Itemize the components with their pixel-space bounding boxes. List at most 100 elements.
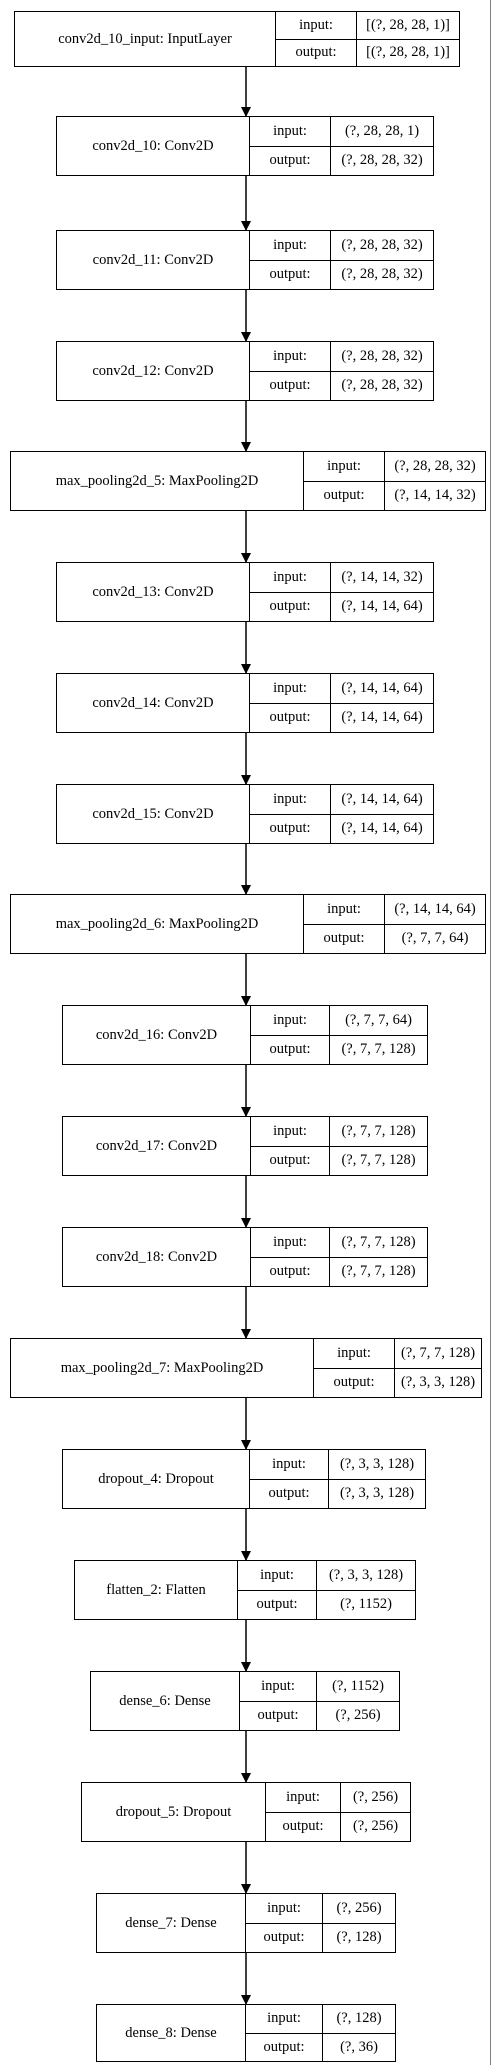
- layer-name: conv2d_13: Conv2D: [57, 563, 250, 621]
- input-row: input:(?, 14, 14, 64): [304, 895, 485, 924]
- input-row: input: (?, 7, 7, 64): [251, 1006, 427, 1035]
- layer-io-table: input: (?, 28, 28, 32) output: (?, 28, 28, …: [250, 342, 433, 400]
- output-row: output:(?, 256): [266, 1811, 410, 1841]
- output-row: output:(?, 14, 14, 32): [304, 480, 485, 510]
- layer-io-table: input:(?, 128)output:(?, 36): [246, 2005, 395, 2061]
- layer-io-table: input:(?, 28, 28, 1)output:(?, 28, 28, 3…: [250, 117, 433, 175]
- input-shape: (?, 7, 7, 128): [341, 1122, 416, 1139]
- input-row: input:[(?, 28, 28, 1)]: [276, 12, 459, 39]
- input-label: input:: [250, 342, 331, 371]
- output-row: output:(?, 28, 28, 32): [250, 145, 433, 175]
- input-label: input:: [276, 12, 357, 39]
- input-shape: (?, 14, 14, 32): [341, 568, 423, 585]
- layer-io-table: input:(?, 7, 7, 128)output:(?, 7, 7, 128…: [251, 1117, 427, 1175]
- layer-io-table: input:(?, 1152)output:(?, 256): [240, 1672, 399, 1730]
- input-label: input:: [246, 1894, 323, 1923]
- input-row: input:(?, 28, 28, 32): [304, 452, 485, 481]
- layer-io-table: input:(?, 14, 14, 64)output:(?, 14, 14, …: [250, 785, 433, 843]
- output-shape: (?, 7, 7, 128): [341, 1152, 416, 1169]
- input-row: input: (?, 14, 14, 64): [250, 674, 433, 703]
- output-row: output:(?, 1152): [238, 1589, 415, 1619]
- layer-io-table: input:(?, 28, 28, 32)output:(?, 28, 28, …: [250, 231, 433, 289]
- input-label: input:: [238, 1561, 317, 1590]
- layer-name: conv2d_12: Conv2D: [57, 342, 250, 400]
- input-label: input:: [251, 1228, 330, 1257]
- output-label: output:: [246, 1923, 323, 1952]
- output-shape: (?, 3, 3, 128): [339, 1485, 415, 1502]
- layer-io-table: input:(?, 7, 7, 128)output:(?, 7, 7, 128…: [251, 1228, 427, 1286]
- layer-io-table: input: (?, 256) output:(?, 256): [266, 1783, 410, 1841]
- input-row: input:(?, 28, 28, 1): [250, 117, 433, 146]
- input-shape: (?, 28, 28, 32): [341, 236, 423, 253]
- layer-io-table: input: (?, 3, 3, 128) output:(?, 1152): [238, 1561, 415, 1619]
- input-shape: (?, 3, 3, 128): [328, 1566, 404, 1583]
- output-label: output:: [250, 371, 331, 400]
- output-label: output:: [250, 592, 331, 621]
- input-label: input:: [251, 1117, 330, 1146]
- output-label: output:: [304, 481, 385, 510]
- input-shape: (?, 7, 7, 128): [341, 1233, 416, 1250]
- input-row: input:(?, 256): [246, 1894, 395, 1923]
- output-shape: (?, 14, 14, 64): [341, 820, 423, 837]
- input-shape: (?, 256): [352, 1788, 399, 1805]
- input-shape: (?, 3, 3, 128): [339, 1455, 415, 1472]
- output-label: output:: [251, 1035, 330, 1064]
- output-shape: (?, 28, 28, 32): [341, 377, 423, 394]
- input-shape: (?, 7, 7, 128): [400, 1344, 476, 1361]
- output-shape: (?, 256): [335, 1707, 381, 1724]
- output-label: output:: [246, 2033, 323, 2061]
- input-shape: (?, 14, 14, 64): [394, 900, 476, 917]
- input-shape: (?, 14, 14, 64): [341, 679, 423, 696]
- output-row: output: (?, 7, 7, 64): [304, 923, 485, 953]
- input-shape: (?, 7, 7, 64): [345, 1011, 412, 1028]
- output-row: output:(?, 3, 3, 128): [314, 1367, 481, 1397]
- input-label: input:: [240, 1672, 317, 1701]
- output-row: output:(?, 28, 28, 32): [250, 259, 433, 289]
- output-row: output:(?, 7, 7, 128): [251, 1034, 427, 1064]
- layer-io-table: input:(?, 14, 14, 64)output: (?, 7, 7, 64…: [304, 895, 485, 953]
- output-shape: [(?, 28, 28, 1)]: [366, 44, 450, 61]
- input-shape: (?, 128): [336, 2010, 382, 2027]
- layer-io-table: input:(?, 256)output: (?, 128): [246, 1894, 395, 1952]
- input-label: input:: [251, 1006, 330, 1035]
- output-row: output: (?, 14, 14, 64): [250, 813, 433, 843]
- layer-name: conv2d_14: Conv2D: [57, 674, 250, 732]
- input-row: input: (?, 3, 3, 128): [238, 1561, 415, 1590]
- input-label: input:: [250, 563, 331, 592]
- input-label: input:: [250, 1450, 329, 1479]
- layer-name: conv2d_18: Conv2D: [63, 1228, 251, 1286]
- input-label: input:: [250, 674, 331, 703]
- output-row: output:(?, 256): [240, 1700, 399, 1730]
- layer-name: dropout_4: Dropout: [63, 1450, 250, 1508]
- output-label: output:: [304, 924, 385, 953]
- input-row: input: (?, 3, 3, 128): [250, 1450, 425, 1479]
- layer-io-table: input:(?, 3, 3, 128)output:(?, 3, 3, 128…: [250, 1450, 425, 1508]
- layer-name: flatten_2: Flatten: [75, 1561, 238, 1619]
- output-shape: (?, 128): [336, 1929, 382, 1946]
- output-shape: (?, 7, 7, 64): [401, 930, 469, 947]
- input-row: input: (?, 7, 7, 128): [251, 1228, 427, 1257]
- layer-name: dense_6: Dense: [91, 1672, 240, 1730]
- layer-name: max_pooling2d_5: MaxPooling2D: [11, 452, 304, 510]
- input-row: input:(?, 128): [246, 2005, 395, 2033]
- input-label: input:: [266, 1783, 341, 1812]
- output-shape: (?, 1152): [340, 1596, 392, 1613]
- output-row: output:(?, 3, 3, 128): [250, 1478, 425, 1508]
- output-shape: (?, 3, 3, 128): [400, 1374, 476, 1391]
- layer-name: conv2d_11: Conv2D: [57, 231, 250, 289]
- input-shape: (?, 28, 28, 32): [341, 347, 423, 364]
- output-label: output:: [250, 814, 331, 843]
- output-shape: (?, 28, 28, 32): [341, 266, 423, 283]
- output-row: output:(?, 7, 7, 128): [251, 1145, 427, 1175]
